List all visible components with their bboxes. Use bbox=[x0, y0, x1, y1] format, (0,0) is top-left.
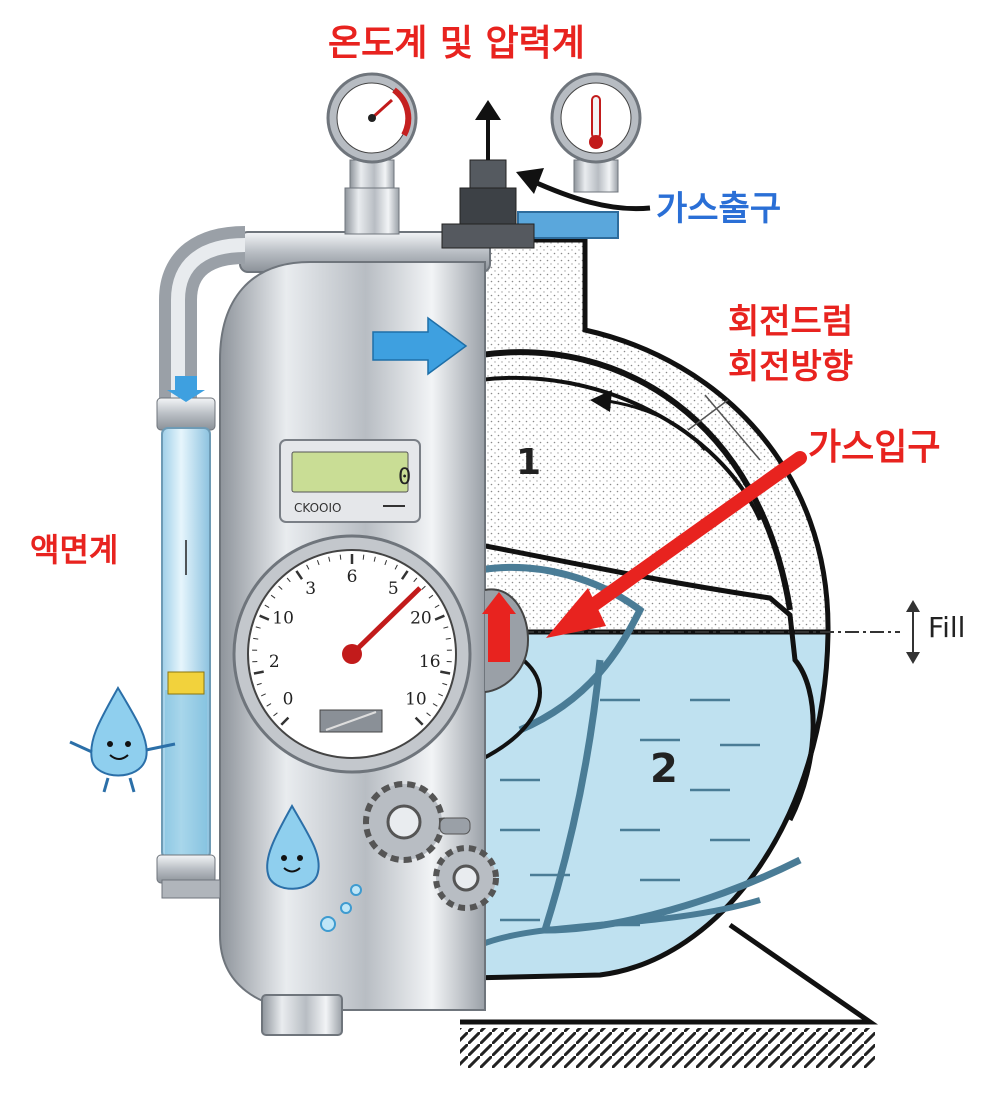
water-ripples bbox=[500, 698, 760, 927]
gas-inlet-label: 가스입구 bbox=[808, 427, 941, 468]
drum-inner-chamber bbox=[480, 542, 816, 822]
dial-tick bbox=[339, 554, 342, 560]
pressure-gauge-right bbox=[550, 72, 642, 193]
counter-display-value: 0 bbox=[398, 465, 411, 490]
dial-tick bbox=[270, 594, 276, 599]
dial-tick bbox=[280, 716, 290, 726]
water-region bbox=[480, 629, 831, 981]
dial-tick bbox=[434, 604, 440, 609]
dial-tick bbox=[260, 693, 266, 697]
rotation-label-line2: 회전방향 bbox=[728, 347, 854, 387]
dial-tick bbox=[373, 556, 376, 562]
inlet-nozzle bbox=[482, 588, 530, 693]
fill-label: Fill bbox=[928, 611, 966, 644]
dial-tick bbox=[256, 682, 262, 686]
dial-tick bbox=[259, 614, 270, 621]
dial-tick bbox=[440, 670, 451, 675]
rotation-label-line1: 회전드럼 bbox=[728, 302, 854, 342]
dial-tick bbox=[306, 564, 310, 570]
dial-tick bbox=[264, 604, 270, 609]
dial-tick-label: 10 bbox=[272, 608, 294, 628]
drum-outer-vane bbox=[480, 349, 793, 611]
outlet-pointer-arrow bbox=[528, 177, 651, 212]
rotation-arrowhead bbox=[590, 390, 612, 412]
fill-indicator bbox=[906, 600, 920, 664]
dial-tick bbox=[421, 585, 426, 590]
dial-tick bbox=[266, 703, 272, 707]
flow-arrow-icon bbox=[372, 316, 468, 376]
dial-tick bbox=[362, 554, 365, 560]
dial-tick bbox=[295, 570, 304, 580]
dial-tick-label: 6 bbox=[347, 567, 358, 587]
counter-caption: CKOOIO bbox=[294, 501, 341, 515]
dial-tick bbox=[286, 577, 291, 583]
gear-icon bbox=[363, 781, 499, 911]
dial-tick-label: 0 bbox=[283, 690, 294, 710]
counter-unit bbox=[279, 439, 421, 523]
dial-tick bbox=[438, 693, 444, 697]
title-label: 온도계 및 압력계 bbox=[328, 23, 585, 64]
dial-tick bbox=[253, 670, 264, 675]
dial-tick bbox=[384, 560, 388, 566]
level-float bbox=[167, 671, 205, 695]
dial-tick bbox=[414, 716, 424, 726]
main-dial: 02 10 3 6 5 20 16 10 bbox=[232, 534, 472, 774]
dial-tick bbox=[273, 712, 278, 717]
level-gauge-label: 액면계 bbox=[30, 531, 119, 569]
dial-tick bbox=[434, 614, 445, 621]
down-arrow-icon bbox=[167, 376, 205, 402]
chamber-2-label: 2 bbox=[650, 746, 678, 792]
dial-tick bbox=[316, 560, 320, 566]
inlet-up-arrow-icon bbox=[482, 592, 516, 614]
dial-tick bbox=[413, 577, 418, 583]
dial-tick bbox=[428, 594, 434, 599]
gas-inlet-arrow bbox=[568, 451, 807, 625]
dial-tick-marks: 02 10 3 6 5 20 16 10 bbox=[252, 554, 452, 726]
casing-gas-space bbox=[480, 237, 831, 635]
dial-tick-label: 16 bbox=[419, 652, 441, 672]
rotation-arrow bbox=[599, 398, 707, 451]
drum-bottom-vane bbox=[480, 897, 761, 948]
droplet-mascot-icon bbox=[69, 686, 176, 793]
cross-section bbox=[480, 237, 900, 981]
thermometer-gauge-left bbox=[326, 72, 418, 235]
dial-tick-label: 10 bbox=[405, 690, 427, 710]
outlet-valve bbox=[441, 159, 535, 249]
stand bbox=[460, 922, 878, 1068]
drum-inner-vane-2 bbox=[480, 563, 645, 734]
dial-tick bbox=[253, 637, 259, 640]
level-gauge-assembly bbox=[156, 226, 246, 899]
dial-tick bbox=[400, 570, 409, 580]
dial-tick bbox=[432, 703, 438, 707]
dial-tick bbox=[443, 626, 449, 629]
dial-tick bbox=[278, 585, 283, 590]
dial-tick bbox=[394, 564, 398, 570]
dial-tick-label: 3 bbox=[305, 579, 316, 599]
gas-outlet-label: 가스출구 bbox=[656, 189, 782, 229]
dial-tick bbox=[255, 626, 261, 629]
dial-needle bbox=[350, 586, 422, 656]
chamber-1-label: 1 bbox=[516, 442, 541, 483]
dial-tick bbox=[445, 637, 451, 640]
dial-tick bbox=[328, 556, 331, 562]
dial-tick-label: 20 bbox=[410, 608, 432, 628]
dial-tick bbox=[442, 682, 448, 686]
dial-tick-label: 5 bbox=[388, 579, 399, 599]
droplet-mascot-small-icon bbox=[266, 803, 362, 932]
dial-tick bbox=[426, 712, 431, 717]
dial-tick-label: 2 bbox=[269, 652, 280, 672]
bottom-foot bbox=[261, 994, 343, 1036]
